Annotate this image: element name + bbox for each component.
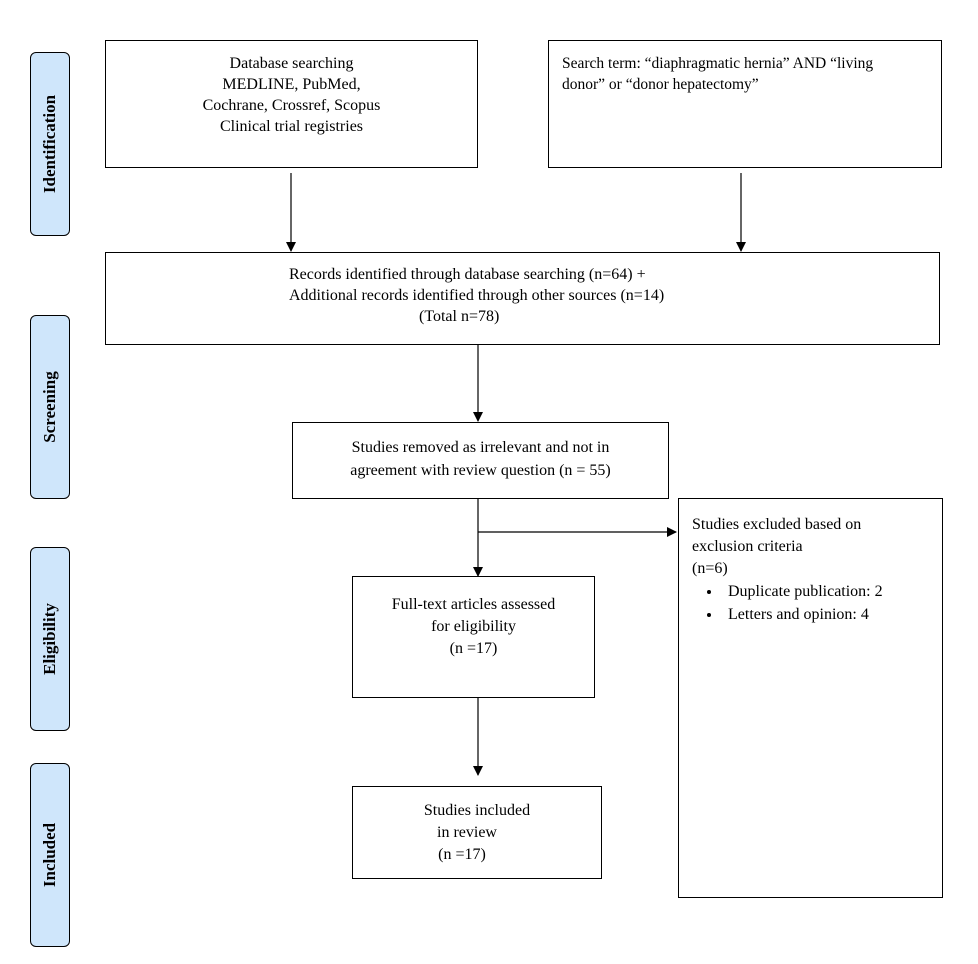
records-line-2: Additional records identified through ot…	[289, 287, 665, 304]
fulltext-line-2: for eligibility	[431, 618, 516, 635]
stage-screening: Screening	[30, 315, 70, 499]
excluded-line-2: exclusion criteria	[692, 538, 803, 555]
excluded-line-1: Studies excluded based on	[692, 516, 862, 533]
studies-removed-box: Studies removed as irrelevant and not in…	[292, 422, 669, 499]
search-term-line-1: Search term: “diaphragmatic hernia” AND …	[562, 55, 874, 72]
stage-identification: Identification	[30, 52, 70, 236]
database-line-1: Database searching	[229, 55, 354, 72]
records-line-3: (Total n=78)	[419, 308, 500, 325]
search-term-box: Search term: “diaphragmatic hernia” AND …	[548, 40, 942, 168]
records-line-1: Records identified through database sear…	[289, 266, 646, 283]
studies-excluded-box: Studies excluded based on exclusion crit…	[678, 498, 943, 898]
included-line-3: (n =17)	[438, 846, 486, 863]
excluded-item-letters: Letters and opinion: 4	[722, 603, 942, 626]
stage-included: Included	[30, 763, 70, 947]
studies-included-box: Studies included in review (n =17)	[352, 786, 602, 879]
removed-line-2: agreement with review question (n = 55)	[350, 462, 611, 479]
included-line-1: Studies included	[423, 802, 531, 819]
excluded-item-duplicate: Duplicate publication: 2	[722, 580, 942, 603]
removed-line-1: Studies removed as irrelevant and not in	[351, 439, 610, 456]
database-line-2: MEDLINE, PubMed,	[222, 76, 361, 93]
excluded-list: Duplicate publication: 2 Letters and opi…	[692, 580, 942, 626]
records-identified-box: Records identified through database sear…	[105, 252, 940, 345]
fulltext-articles-box: Full-text articles assessed for eligibil…	[352, 576, 595, 698]
database-line-3: Cochrane, Crossref, Scopus	[202, 97, 381, 114]
excluded-line-3: (n=6)	[692, 560, 728, 577]
search-term-line-2: donor” or “donor hepatectomy”	[562, 76, 759, 93]
stage-eligibility: Eligibility	[30, 547, 70, 731]
fulltext-line-3: (n =17)	[449, 640, 498, 657]
database-line-4: Clinical trial registries	[219, 118, 364, 135]
database-searching-box: Database searching MEDLINE, PubMed, Coch…	[105, 40, 478, 168]
included-line-2: in review	[437, 824, 497, 841]
fulltext-line-1: Full-text articles assessed	[391, 596, 556, 613]
